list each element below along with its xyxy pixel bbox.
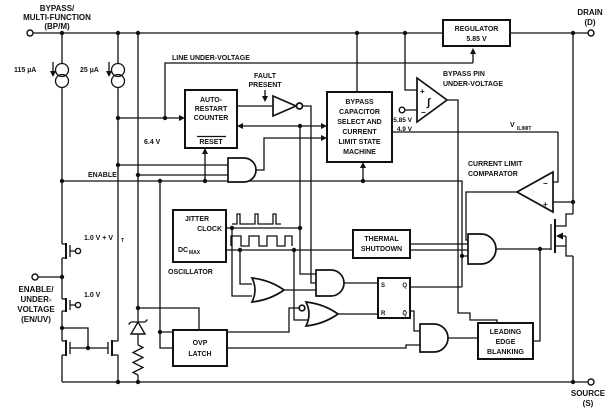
drain-terminal: DRAIN (D) <box>577 8 603 37</box>
enable-label: ENABLE <box>88 172 117 179</box>
sm-label-4: CURRENT <box>342 129 377 136</box>
counter-reset-label: RESET <box>199 139 223 146</box>
current-115-label: 115 µA <box>14 67 36 74</box>
counter-label-2: RESTART <box>195 106 228 113</box>
cl-comparator-label-1: CURRENT LIMIT <box>468 161 523 168</box>
ref-585: 5.85 V <box>393 117 412 124</box>
current-mirror-fets <box>62 327 118 356</box>
osc-jitter-label: JITTER <box>185 216 209 223</box>
sm-label-1: BYPASS <box>345 99 374 106</box>
set-and-gate <box>315 269 345 297</box>
zener-diode <box>128 319 148 335</box>
auto-restart-counter-block: AUTO- RESTART COUNTER RESET <box>184 89 238 149</box>
fault-label-1: FAULT <box>254 73 277 80</box>
leb-label-3: BLANKING <box>487 349 524 356</box>
bpm-terminal: BYPASS/ MULTI-FUNCTION (BP/M) <box>23 4 91 37</box>
bpm-label-1: BYPASS/ <box>40 4 75 13</box>
enuv-label-3: VOLTAGE <box>17 305 55 314</box>
latch-qbar-label: Q̄ <box>402 310 407 317</box>
bypass-uv-plus-sign: + <box>420 87 425 96</box>
power-mosfet <box>550 213 573 257</box>
sr-latch-block: S R Q Q̄ <box>377 277 411 319</box>
enuv-label-4: (EN/UV) <box>21 315 51 324</box>
line-uv-label: LINE UNDER-VOLTAGE <box>172 55 250 62</box>
fault-label-2: PRESENT <box>248 82 282 89</box>
vlimit-label: V <box>510 122 515 129</box>
bypass-uv-label-1: BYPASS PIN <box>443 71 485 78</box>
leb-label-1: LEADING <box>490 329 522 336</box>
osc-clock-label: CLOCK <box>197 226 222 233</box>
latch-s-label: S <box>381 283 385 289</box>
regulator-label-1: REGULATOR <box>455 26 499 33</box>
thermal-label-1: THERMAL <box>364 236 399 243</box>
current-25-label: 25 µA <box>80 67 99 74</box>
thermal-label-2: SHUTDOWN <box>361 246 402 253</box>
bypass-uv-label-2: UNDER-VOLTAGE <box>443 81 503 88</box>
source-terminal: SOURCE (S) <box>571 378 606 408</box>
latch-q-label: Q <box>402 283 407 289</box>
fet1-threshold-sub: T <box>121 238 124 244</box>
enuv-label-2: UNDER- <box>20 295 51 304</box>
ref-49: 4.9 V <box>397 126 413 133</box>
fet2-threshold-label: 1.0 V <box>84 292 101 299</box>
sm-label-3: SELECT AND <box>337 119 381 126</box>
reset-nor-gate <box>298 300 340 328</box>
hysteresis-icon: ∫ <box>426 97 431 109</box>
ovp-and-gate <box>419 323 449 353</box>
reset-and-gate <box>227 157 257 183</box>
resistor <box>131 344 145 376</box>
arrowheads <box>50 48 476 168</box>
current-source-115uA: 115 µA <box>14 62 70 89</box>
enuv-terminal: ENABLE/ UNDER- VOLTAGE (EN/UV) <box>17 273 55 324</box>
uv-sense-fet: 1.0 V <box>62 292 101 312</box>
cl-plus-sign: + <box>543 200 548 209</box>
current-limit-comparator: − + CURRENT LIMIT COMPARATOR <box>468 161 554 214</box>
gate-drive-and-gate <box>467 233 497 265</box>
drain-label-2: (D) <box>584 18 595 27</box>
set-or-gate <box>250 276 286 304</box>
bypass-uv-minus-sign: − <box>421 108 426 117</box>
counter-label-3: COUNTER <box>194 115 229 122</box>
oscillator-block: JITTER CLOCK DC MAX OSCILLATOR <box>168 209 227 276</box>
osc-dcmax-sub: MAX <box>189 250 201 256</box>
thermal-shutdown-block: THERMAL SHUTDOWN <box>352 229 411 259</box>
leading-edge-blanking-block: LEADING EDGE BLANKING <box>477 322 534 360</box>
floating-labels: LINE UNDER-VOLTAGE FAULT PRESENT ENABLE … <box>88 55 531 179</box>
enuv-label-1: ENABLE/ <box>18 285 54 294</box>
ovp-label-2: LATCH <box>188 351 211 358</box>
bypass-uv-comparator: + − ∫ BYPASS PIN UNDER-VOLTAGE <box>416 71 503 124</box>
ovp-latch-block: OVP LATCH <box>172 329 228 367</box>
cl-minus-sign: − <box>543 179 548 188</box>
sm-label-5: LIMIT STATE <box>338 139 380 146</box>
current-source-25uA: 25 µA <box>80 62 126 89</box>
bpm-label-2: MULTI-FUNCTION <box>23 13 91 22</box>
cl-comparator-label-2: COMPARATOR <box>468 171 518 178</box>
leb-label-2: EDGE <box>496 339 516 346</box>
enable-sense-fet: 1.0 V + V T <box>62 235 124 259</box>
reference-terminal: 5.85 V 4.9 V <box>393 106 413 133</box>
source-label-1: SOURCE <box>571 389 606 398</box>
latch-r-label: R <box>381 311 386 317</box>
counter-label-1: AUTO- <box>200 97 223 104</box>
regulator-block: REGULATOR 5.85 V <box>442 19 511 47</box>
fault-inverter <box>272 94 304 118</box>
state-machine-block: BYPASS CAPACITOR SELECT AND CURRENT LIMI… <box>326 91 393 163</box>
sm-label-6: MACHINE <box>343 149 376 156</box>
osc-dc-label: DC <box>178 247 188 254</box>
fet1-threshold-label: 1.0 V + V <box>84 235 113 242</box>
vlimit-sub-label: ILIMIT <box>517 126 531 132</box>
drain-label-1: DRAIN <box>577 8 603 17</box>
oscillator-caption: OSCILLATOR <box>168 269 213 276</box>
ovp-label-1: OVP <box>193 340 208 347</box>
junction-dots <box>59 30 576 385</box>
regulator-label-2: 5.85 V <box>466 36 487 43</box>
sm-label-2: CAPACITOR <box>339 109 380 116</box>
bpm-label-3: (BP/M) <box>44 22 70 31</box>
v64-label: 6.4 V <box>144 139 161 146</box>
source-label-2: (S) <box>583 399 594 408</box>
